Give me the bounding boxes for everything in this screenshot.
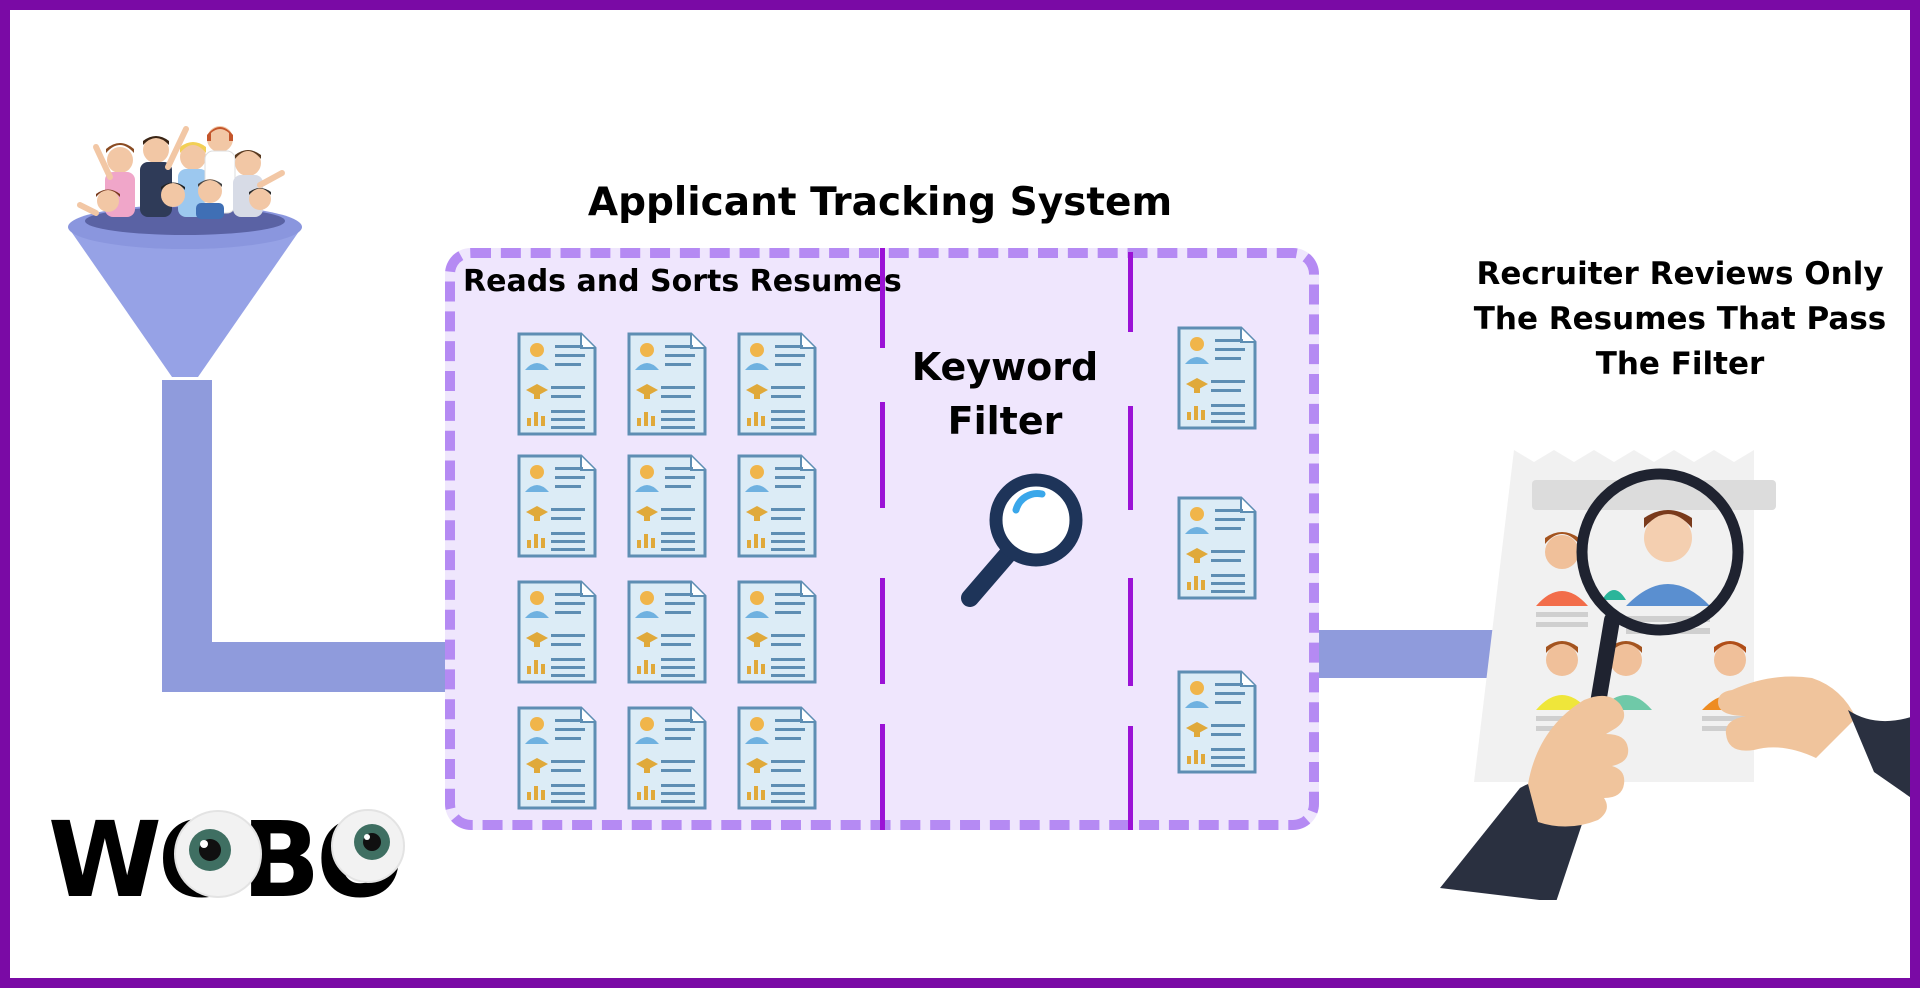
divider-left-seg-1 [880, 248, 885, 348]
resume-document-icon [735, 452, 819, 560]
hands-holding-magnifier-over-resumes-icon [1440, 450, 1920, 900]
resume-document-icon [735, 578, 819, 686]
divider-right-seg-4 [1128, 726, 1133, 830]
divider-right-seg-3 [1128, 578, 1133, 686]
crowd-people [77, 126, 285, 219]
resume-document-icon [625, 704, 709, 812]
filtered-resume-document-icon [1175, 668, 1259, 776]
funnel-pipe-vertical [162, 380, 212, 692]
filtered-resume-document-icon [1175, 324, 1259, 432]
divider-right-seg-2 [1128, 406, 1133, 510]
diagram-title: Applicant Tracking System [587, 180, 1173, 225]
recruiter-hands [1440, 676, 1920, 900]
funnel-pipe-horizontal [162, 642, 452, 692]
resume-document-icon [515, 330, 599, 438]
keyword-filter-label-line1: Keyword [911, 345, 1099, 389]
funnel-icon [68, 205, 302, 377]
resume-document-icon [515, 704, 599, 812]
recruiter-caption-line2: The Resumes That Pass [1473, 301, 1887, 337]
recruiter-caption-line1: Recruiter Reviews Only [1476, 256, 1884, 292]
eye-1-icon [174, 810, 262, 898]
divider-left-seg-4 [880, 724, 885, 830]
divider-right-seg-1 [1128, 252, 1133, 332]
resume-document-icon [625, 330, 709, 438]
keyword-filter-label: Keyword Filter [900, 340, 1110, 448]
filtered-resume-document-icon [1175, 494, 1259, 602]
recruiter-caption-line3: The Filter [1595, 346, 1765, 382]
divider-left-seg-3 [880, 578, 885, 684]
resume-document-icon [515, 578, 599, 686]
resume-document-icon [735, 330, 819, 438]
output-pipe [1312, 630, 1517, 678]
ats-stage-label: Reads and Sorts Resumes [463, 264, 902, 299]
resume-document-icon [625, 578, 709, 686]
wobo-logo: WOBO [48, 800, 405, 910]
keyword-filter-label-line2: Filter [947, 399, 1063, 443]
resume-document-icon [515, 452, 599, 560]
magnifying-glass-icon [961, 473, 1083, 607]
people-crowd-icon [68, 126, 302, 377]
divider-left-seg-2 [880, 402, 885, 508]
resume-document-icon [735, 704, 819, 812]
recruiter-caption: Recruiter Reviews Only The Resumes That … [1460, 252, 1900, 387]
resume-document-icon [625, 452, 709, 560]
eye-2-icon [331, 809, 405, 883]
